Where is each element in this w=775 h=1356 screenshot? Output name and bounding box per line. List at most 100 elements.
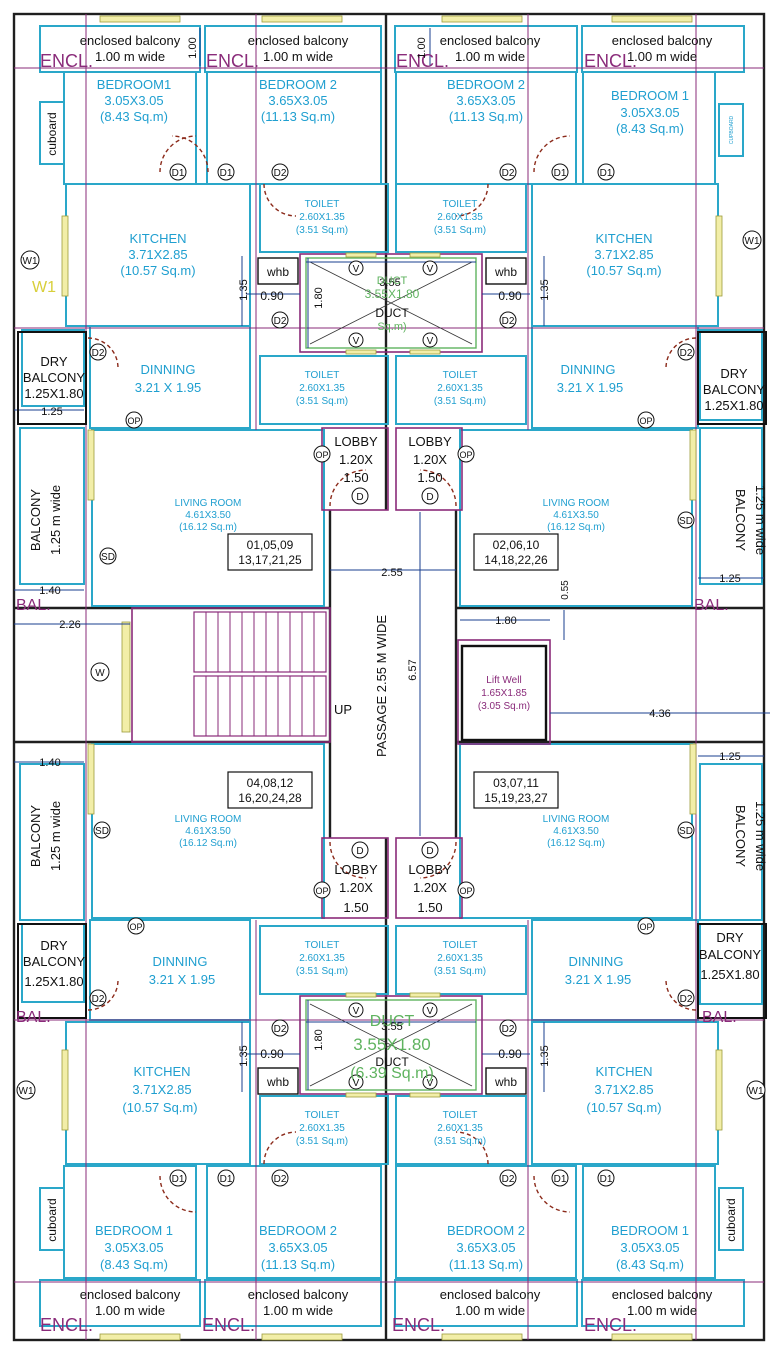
- dim-1-80: 1.80: [313, 287, 325, 308]
- toilet-size: 2.60X1.35: [299, 383, 345, 394]
- lobby-size: 1.50: [417, 470, 442, 485]
- door-tag: D2: [92, 348, 105, 359]
- dim-1-00: 1.00: [187, 37, 199, 58]
- duct-name: DUCT: [375, 306, 409, 320]
- kitchen-area: (10.57 Sq.m): [120, 263, 195, 278]
- kitchen-size: 3.71X2.85: [594, 247, 653, 262]
- door-swings: [87, 135, 697, 1213]
- dining-name: DINNING: [561, 362, 616, 377]
- encl-balcony-title: enclosed balcony: [80, 1287, 181, 1302]
- bedroom-name: BEDROOM1: [97, 77, 171, 92]
- valve-tag: V: [353, 336, 360, 347]
- toilet-area: (3.51 Sq.m): [296, 1136, 348, 1147]
- dim-6-57: 6.57: [407, 659, 419, 680]
- toilet-size: 2.60X1.35: [299, 1123, 345, 1134]
- smoke-detector-tag: SD: [679, 826, 693, 837]
- toilet-area: (3.51 Sq.m): [434, 966, 486, 977]
- dry-balcony-line2: BALCONY: [23, 954, 85, 969]
- dim-1-00: 1.00: [416, 37, 428, 58]
- door-tag: D2: [274, 316, 287, 327]
- window-tag: W1: [19, 1086, 34, 1097]
- bedroom-name: BEDROOM 2: [447, 77, 525, 92]
- door-tag: D1: [554, 168, 567, 179]
- toilet-name: TOILET: [305, 370, 340, 381]
- encl-balcony-width: 1.00 m wide: [627, 1303, 697, 1318]
- kitchen-size: 3.71X2.85: [128, 247, 187, 262]
- valve-tag: V: [353, 1078, 360, 1089]
- encl-tag: ENCL.: [584, 1315, 637, 1335]
- door-tag: D: [356, 846, 363, 857]
- dry-balcony-line1: DRY: [720, 366, 748, 381]
- opening-tag: OP: [315, 450, 328, 460]
- toilet-area: (3.51 Sq.m): [296, 966, 348, 977]
- dining-size: 3.21 X 1.95: [565, 972, 632, 987]
- encl-balcony-title: enclosed balcony: [440, 1287, 541, 1302]
- encl-balcony-title: enclosed balcony: [248, 1287, 349, 1302]
- encl-balcony-width: 1.00 m wide: [263, 49, 333, 64]
- toilet-name: TOILET: [443, 940, 478, 951]
- balcony-name: BALCONY: [733, 805, 748, 867]
- dim-4-36: 4.36: [649, 708, 670, 720]
- door-tag: D1: [220, 1174, 233, 1185]
- duct-bottom: [305, 999, 477, 1091]
- living-area: (16.12 Sq.m): [179, 838, 237, 849]
- dim-0-90: 0.90: [498, 289, 522, 303]
- dim-1-35: 1.35: [238, 279, 250, 300]
- bedroom-name: BEDROOM 2: [259, 77, 337, 92]
- labels: enclosed balcony 1.00 m wide enclosed ba…: [16, 33, 768, 1335]
- encl-tag: ENCL.: [396, 51, 449, 71]
- toilet-name: TOILET: [305, 199, 340, 210]
- door-tag: D1: [600, 168, 613, 179]
- lobby-size: 1.20X: [413, 452, 447, 467]
- living-name: LIVING ROOM: [543, 498, 610, 509]
- encl-balcony-title: enclosed balcony: [612, 1287, 713, 1302]
- duct-name: DUCT: [377, 275, 408, 287]
- bedroom-area: (8.43 Sq.m): [616, 1257, 684, 1272]
- dim-2-55: 2.55: [381, 567, 402, 579]
- lift-name: Lift Well: [486, 675, 521, 686]
- dining-name: DINNING: [153, 954, 208, 969]
- duct-area: (6.39 Sq.m): [350, 1065, 434, 1082]
- valve-tag: V: [427, 1006, 434, 1017]
- kitchen-area: (10.57 Sq.m): [586, 263, 661, 278]
- kitchen-name: KITCHEN: [595, 1064, 652, 1079]
- toilet-area: (3.51 Sq.m): [434, 1136, 486, 1147]
- dim-1-35: 1.35: [238, 1045, 250, 1066]
- living-area: (16.12 Sq.m): [547, 838, 605, 849]
- balcony-width: 1.25 m wide: [753, 485, 768, 555]
- whb-label: whb: [494, 1075, 517, 1089]
- dining-size: 3.21 X 1.95: [149, 972, 216, 987]
- bedroom-size: 3.05X3.05: [104, 1240, 163, 1255]
- lobby-name: LOBBY: [334, 862, 378, 877]
- opening-tag: OP: [639, 922, 652, 932]
- living-size: 4.61X3.50: [553, 510, 599, 521]
- opening-tag: OP: [127, 416, 140, 426]
- living-area: (16.12 Sq.m): [547, 522, 605, 533]
- dry-balcony-size: 1.25X1.80: [704, 398, 763, 413]
- bedroom-name: BEDROOM 1: [611, 88, 689, 103]
- bedroom-size: 3.65X3.05: [268, 93, 327, 108]
- dry-balcony-line1: DRY: [40, 354, 68, 369]
- living-name: LIVING ROOM: [175, 498, 242, 509]
- encl-tag: ENCL.: [206, 51, 259, 71]
- lift-size: 1.65X1.85: [481, 688, 527, 699]
- lobby-size: 1.50: [343, 900, 368, 915]
- encl-tag: ENCL.: [40, 51, 93, 71]
- window-tag: W1: [23, 256, 38, 267]
- toilet-size: 2.60X1.35: [299, 953, 345, 964]
- toilet-name: TOILET: [305, 1110, 340, 1121]
- kitchen-name: KITCHEN: [129, 231, 186, 246]
- encl-balcony-width: 1.00 m wide: [263, 1303, 333, 1318]
- duct-top: [305, 257, 477, 349]
- dining-size: 3.21 X 1.95: [557, 380, 624, 395]
- dry-balcony-line2: BALCONY: [703, 382, 765, 397]
- toilet-area: (3.51 Sq.m): [434, 225, 486, 236]
- door-tag: D2: [274, 1024, 287, 1035]
- encl-balcony-width: 1.00 m wide: [455, 1303, 525, 1318]
- toilet-name: TOILET: [443, 1110, 478, 1121]
- lobby-name: LOBBY: [408, 862, 452, 877]
- cupboard-label: CUPBOARD: [729, 115, 735, 144]
- valve-tag: V: [427, 1078, 434, 1089]
- door-tag: D2: [502, 1174, 515, 1185]
- w1-stray-label: W1: [32, 279, 56, 296]
